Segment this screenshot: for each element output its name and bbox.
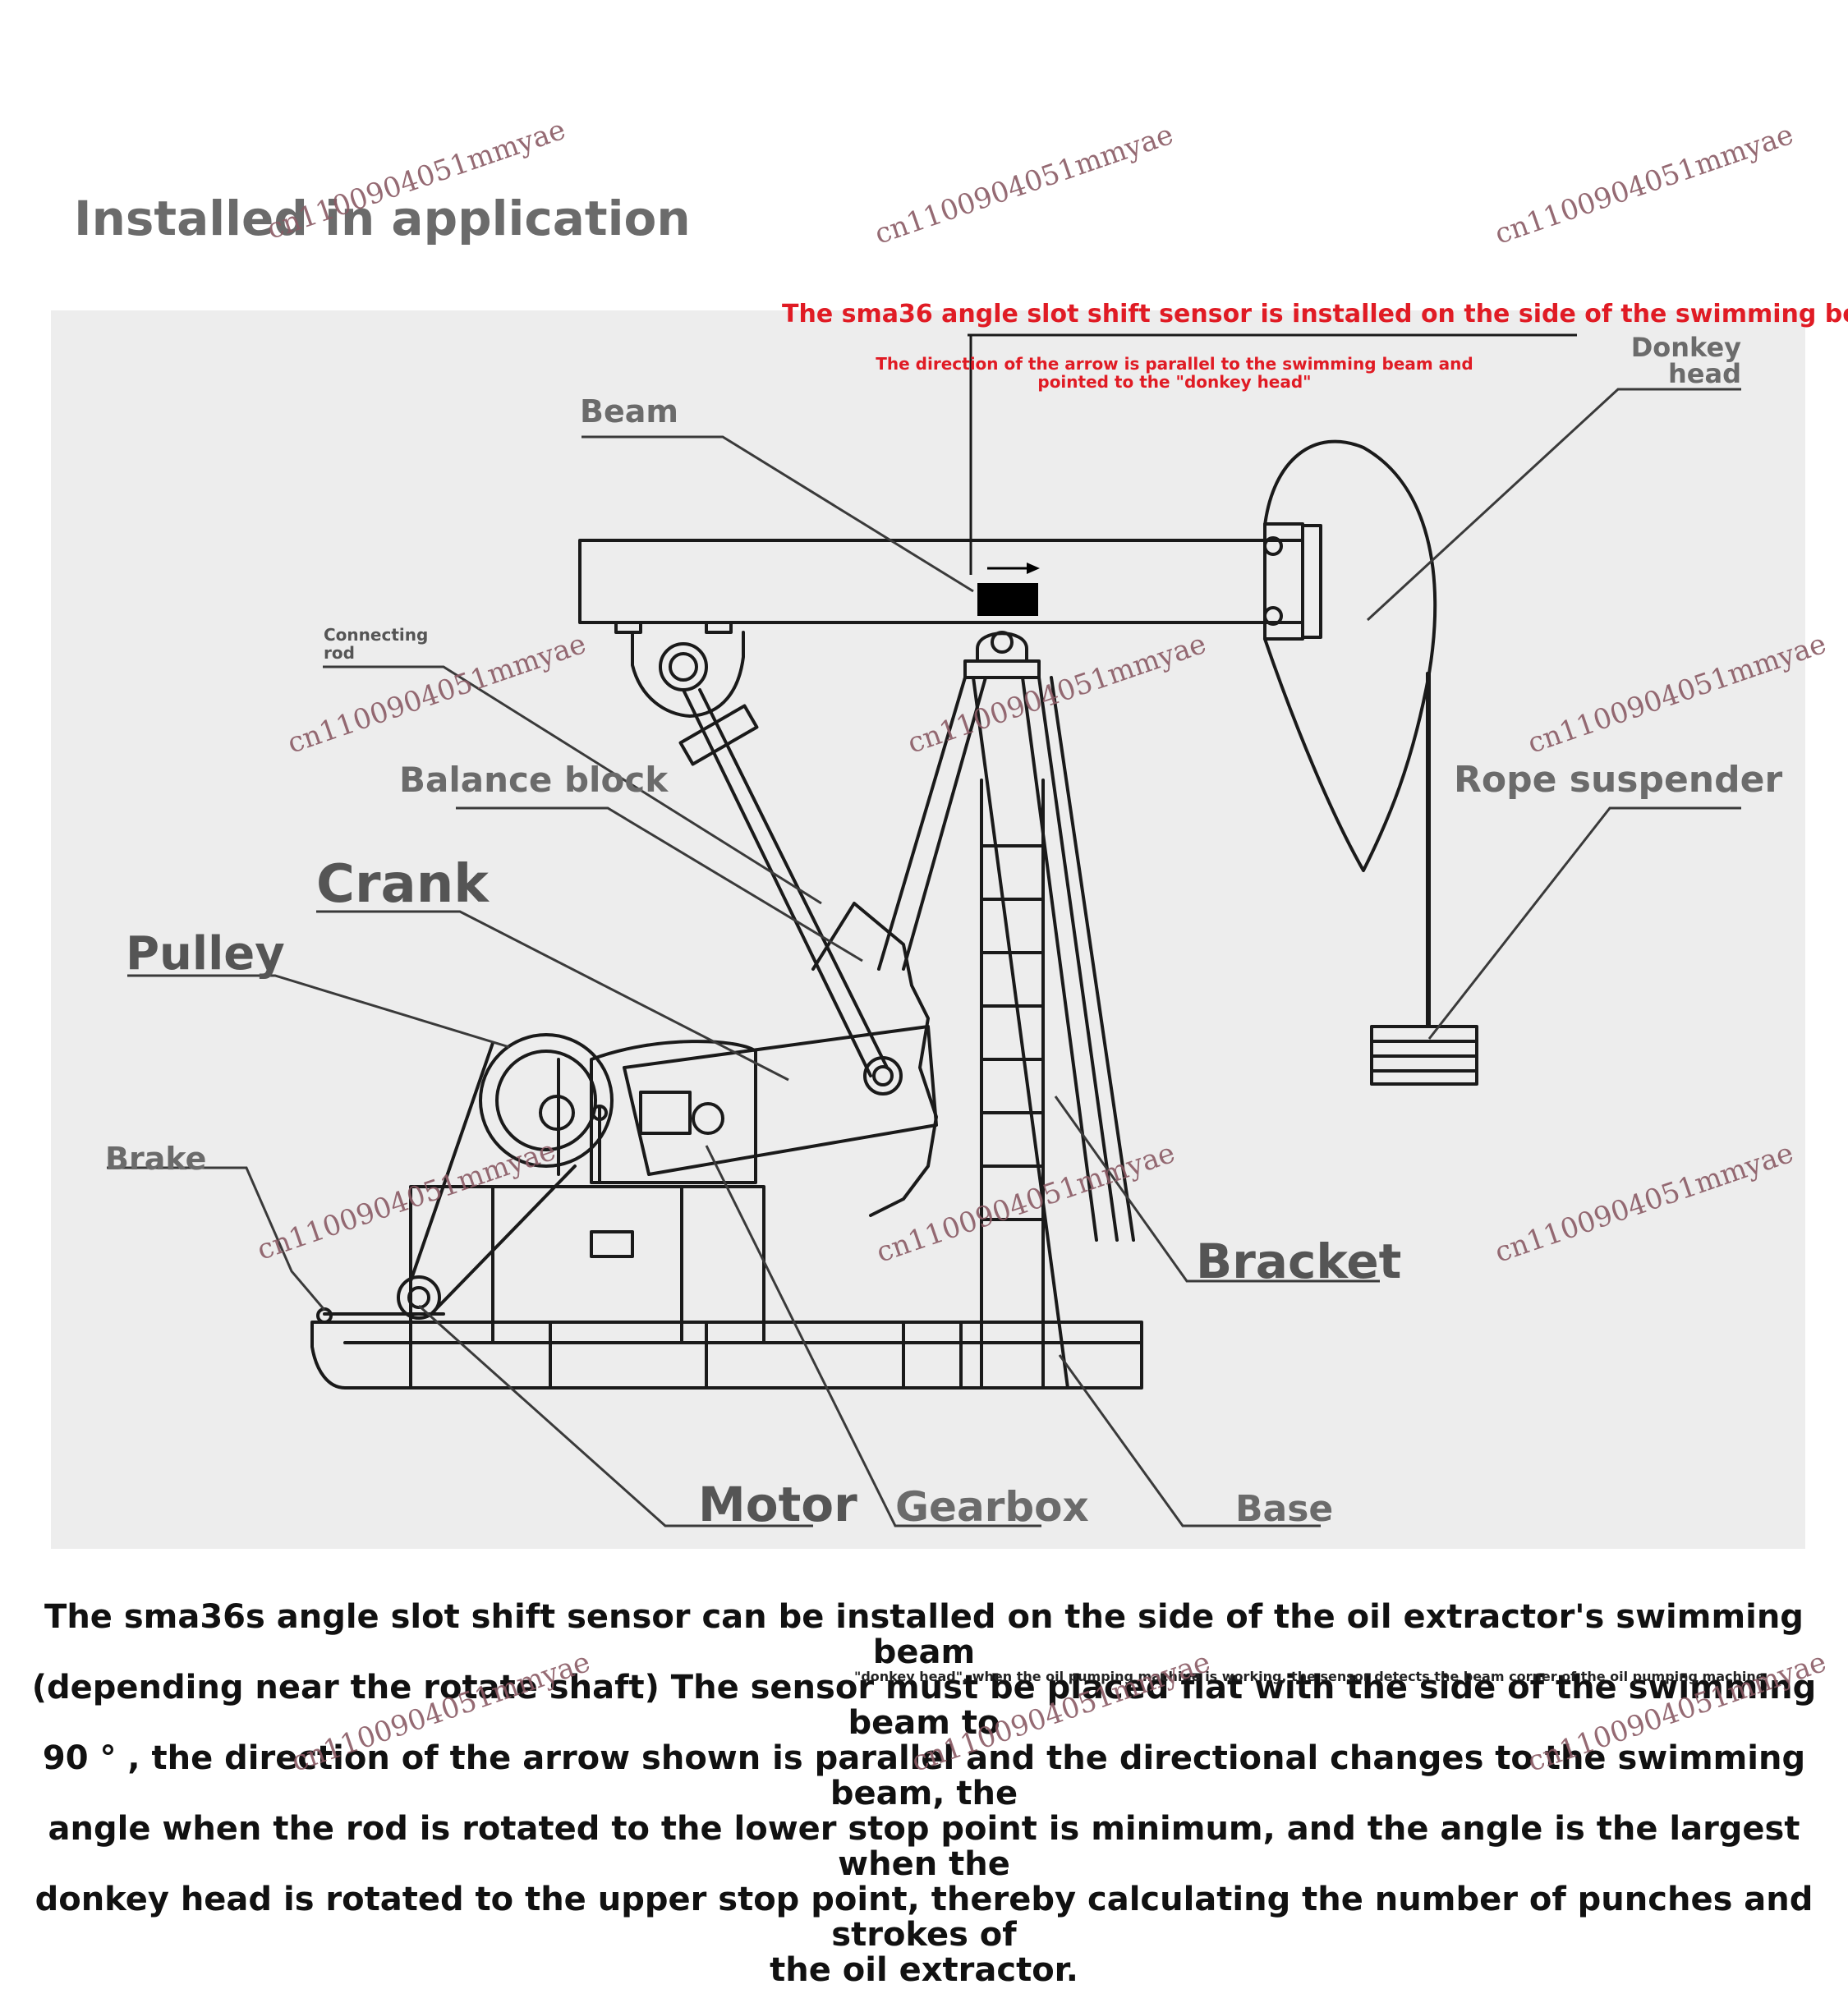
sensor-note-title: The sma36 angle slot shift sensor is ins… bbox=[782, 300, 1848, 328]
label-motor: Motor bbox=[698, 1477, 857, 1532]
caption-line-4: angle when the rod is rotated to the low… bbox=[48, 1810, 1800, 1883]
donkey-head-shape bbox=[1263, 439, 1437, 872]
counterweight-shape bbox=[811, 902, 938, 1217]
walking-beam bbox=[578, 539, 1304, 624]
page: Installed in application bbox=[32, 113, 1848, 1988]
base-skid bbox=[310, 1321, 1143, 1390]
caption-line-1: The sma36s angle slot shift sensor can b… bbox=[44, 1598, 1804, 1671]
label-brake: Brake bbox=[105, 1141, 206, 1177]
label-base: Base bbox=[1235, 1488, 1333, 1530]
caption-line-2: (depending near the rotate shaft) The se… bbox=[31, 1669, 1817, 1742]
label-bracket: Bracket bbox=[1196, 1233, 1401, 1289]
caption: The sma36s angle slot shift sensor can b… bbox=[23, 1600, 1825, 1988]
label-donkey-head-2: head bbox=[1668, 358, 1741, 389]
caption-line-6: the oil extractor. bbox=[770, 1951, 1078, 1989]
caption-line-5: donkey head is rotated to the upper stop… bbox=[34, 1881, 1814, 1954]
pump-jack-diagram: The sma36 angle slot shift sensor is ins… bbox=[105, 300, 1848, 1532]
caption-line-3: 90 ° , the direction of the arrow shown … bbox=[42, 1739, 1806, 1812]
sensor-note-line2: pointed to the "donkey head" bbox=[1037, 372, 1311, 392]
label-donkey-head-1: Donkey bbox=[1631, 332, 1741, 363]
pulley-shape bbox=[479, 1033, 614, 1168]
label-rope-suspender: Rope suspender bbox=[1454, 759, 1782, 801]
label-connecting-rod-2: rod bbox=[324, 643, 355, 663]
overlay-note: "donkey head", when the oil pumping mach… bbox=[854, 1669, 1765, 1684]
label-pulley: Pulley bbox=[126, 927, 285, 981]
sensor-block bbox=[977, 583, 1038, 616]
label-crank: Crank bbox=[316, 854, 490, 915]
label-gearbox: Gearbox bbox=[895, 1483, 1089, 1531]
section-heading: Installed in application bbox=[74, 191, 691, 246]
sensor-note-line1: The direction of the arrow is parallel t… bbox=[876, 354, 1473, 374]
label-balance-block: Balance block bbox=[399, 760, 669, 800]
label-connecting-rod-1: Connecting bbox=[324, 625, 428, 645]
crank-arm-shape bbox=[623, 1025, 938, 1176]
label-beam: Beam bbox=[580, 393, 678, 429]
